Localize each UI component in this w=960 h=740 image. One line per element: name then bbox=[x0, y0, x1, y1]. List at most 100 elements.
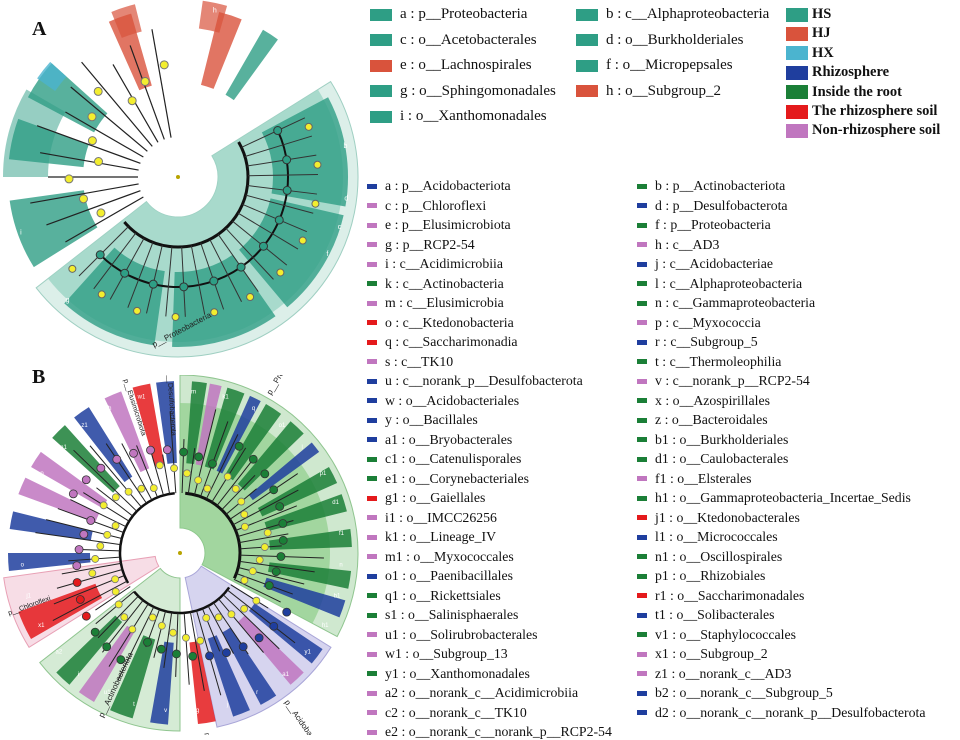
clade-letter: d bbox=[344, 195, 348, 202]
node bbox=[240, 604, 249, 613]
clade-letter: l bbox=[302, 445, 303, 451]
clade-shade bbox=[8, 553, 91, 571]
legend-b-right-swatch bbox=[637, 203, 647, 208]
legend-b-left-item: s1 : o__Salinisphaerales bbox=[367, 607, 518, 623]
legend-b-right-item: b2 : o__norank_c__Subgroup_5 bbox=[637, 685, 833, 701]
legend-b-left-swatch bbox=[367, 242, 377, 247]
node bbox=[146, 445, 155, 455]
legend-b-left-label: i : c__Acidimicrobiia bbox=[385, 256, 504, 271]
group-legend-swatch bbox=[786, 85, 808, 100]
group-legend-swatch bbox=[786, 26, 808, 41]
legend-b-left-label: c : p__Chloroflexi bbox=[385, 197, 487, 213]
branch bbox=[232, 489, 299, 526]
legend-b-right-item: r : c__Subgroup_5 bbox=[637, 334, 758, 350]
legend-b-left-label: u : c__norank_p__Desulfobacterota bbox=[385, 373, 583, 388]
node bbox=[282, 607, 292, 617]
legend-b-left-label: k1 : o__Lineage_IV bbox=[385, 529, 497, 544]
node bbox=[240, 510, 249, 519]
node bbox=[99, 501, 108, 510]
node bbox=[276, 552, 286, 561]
legend-b-left-label: e1 : o__Corynebacteriales bbox=[385, 470, 530, 486]
legend-b-left-label: a : p__Acidobacteriota bbox=[385, 178, 511, 193]
legend-b-left-swatch bbox=[367, 593, 377, 598]
legend-b-right-label: t1 : o__Solibacterales bbox=[655, 607, 775, 622]
legend-b-right-swatch bbox=[637, 281, 647, 286]
legend-a-label: b : c__Alphaproteobacteria bbox=[606, 6, 770, 22]
group-legend-swatch bbox=[786, 123, 808, 138]
clade-letter: a1 bbox=[282, 672, 289, 678]
node bbox=[148, 613, 157, 622]
node bbox=[205, 651, 214, 661]
node bbox=[194, 452, 204, 462]
node bbox=[91, 555, 100, 563]
branch bbox=[242, 203, 308, 233]
legend-b-left-label: w : o__Acidobacteriales bbox=[385, 392, 520, 408]
clade-shade bbox=[52, 425, 120, 493]
legend-b-left-label: s1 : o__Salinisphaerales bbox=[385, 607, 519, 622]
clade-letter: r bbox=[256, 690, 258, 696]
node bbox=[120, 613, 129, 622]
node bbox=[87, 112, 97, 122]
legend-a-label: h : o__Subgroup_2 bbox=[606, 82, 722, 99]
clade-letter: b bbox=[343, 143, 347, 150]
legend-b-left-label: a2 : o__norank_c__Acidimicrobiia bbox=[385, 685, 579, 700]
node bbox=[133, 306, 142, 315]
legend-b-left-swatch bbox=[367, 398, 377, 403]
legend-b-left-label: q1 : o__Rickettsiales bbox=[385, 587, 501, 603]
legend-b-left-label: g : p__RCP2-54 bbox=[385, 236, 475, 252]
legend-b-right-label: h : c__AD3 bbox=[655, 236, 720, 252]
legend-b-right-label: f1 : o__Elsterales bbox=[655, 470, 752, 486]
node bbox=[252, 596, 261, 605]
legend-b-right-item: z1 : o__norank_c__AD3 bbox=[637, 666, 791, 682]
clade-letter: c bbox=[338, 224, 342, 231]
legend-b-right-label: b2 : o__norank_c__Subgroup_5 bbox=[655, 685, 833, 700]
node bbox=[231, 484, 240, 493]
branch bbox=[165, 246, 173, 317]
branch bbox=[151, 29, 172, 138]
phylum-label: p__Acidobacteriota bbox=[283, 698, 330, 735]
legend-a-swatch bbox=[370, 59, 392, 72]
legend-a-swatch bbox=[370, 110, 392, 123]
clade-letter: i bbox=[78, 672, 79, 678]
clade-shade bbox=[9, 511, 93, 541]
legend-b-left-swatch bbox=[367, 671, 377, 676]
branch bbox=[247, 174, 318, 177]
clade-letter: m1 bbox=[58, 445, 67, 451]
branch bbox=[216, 461, 252, 507]
branch bbox=[225, 227, 274, 280]
node bbox=[241, 522, 249, 531]
branch bbox=[35, 532, 121, 546]
legend-a-item: a : p__Proteobacteria bbox=[370, 6, 527, 23]
node bbox=[269, 485, 279, 495]
legend-a-label: e : o__Lachnospirales bbox=[400, 57, 532, 73]
legend-b-right-item: l : c__Alphaproteobacteria bbox=[637, 276, 802, 292]
branch bbox=[241, 117, 306, 148]
legend-b-left-swatch bbox=[367, 261, 377, 267]
node bbox=[88, 569, 97, 578]
branch bbox=[153, 611, 166, 658]
legend-b-left-item: i1 : o__IMCC26256 bbox=[367, 510, 497, 526]
node bbox=[236, 262, 246, 272]
clade-shade bbox=[237, 615, 304, 685]
legend-b-left-item: a : p__Acidobacteriota bbox=[367, 178, 511, 194]
group-legend-item: Non-rhizosphere soil bbox=[786, 122, 940, 139]
legend-a-item: g : o__Sphingomonadales bbox=[370, 83, 556, 100]
legend-b-right-swatch bbox=[637, 261, 647, 267]
clade-shade bbox=[225, 404, 282, 481]
legend-b-left-swatch bbox=[367, 690, 377, 696]
legend-b-left-item: g1 : o__Gaiellales bbox=[367, 490, 485, 506]
group-legend-item: Inside the root bbox=[786, 84, 902, 101]
legend-b-right-label: d2 : o__norank_c__norank_p__Desulfobacte… bbox=[655, 704, 926, 720]
branch bbox=[65, 196, 144, 243]
node bbox=[156, 644, 166, 654]
clade-shade bbox=[156, 381, 177, 464]
legend-b-left-swatch bbox=[367, 320, 377, 325]
legend-b-right-item: b1 : o__Burkholderiales bbox=[637, 432, 788, 448]
legend-b-left-item: a1 : o__Bryobacterales bbox=[367, 432, 512, 448]
legend-b-left-label: c1 : o__Catenulisporales bbox=[385, 451, 522, 466]
node bbox=[238, 642, 248, 652]
node bbox=[111, 575, 119, 584]
clade-shade bbox=[198, 0, 228, 33]
legend-a-swatch bbox=[370, 85, 392, 97]
branch bbox=[200, 243, 225, 310]
